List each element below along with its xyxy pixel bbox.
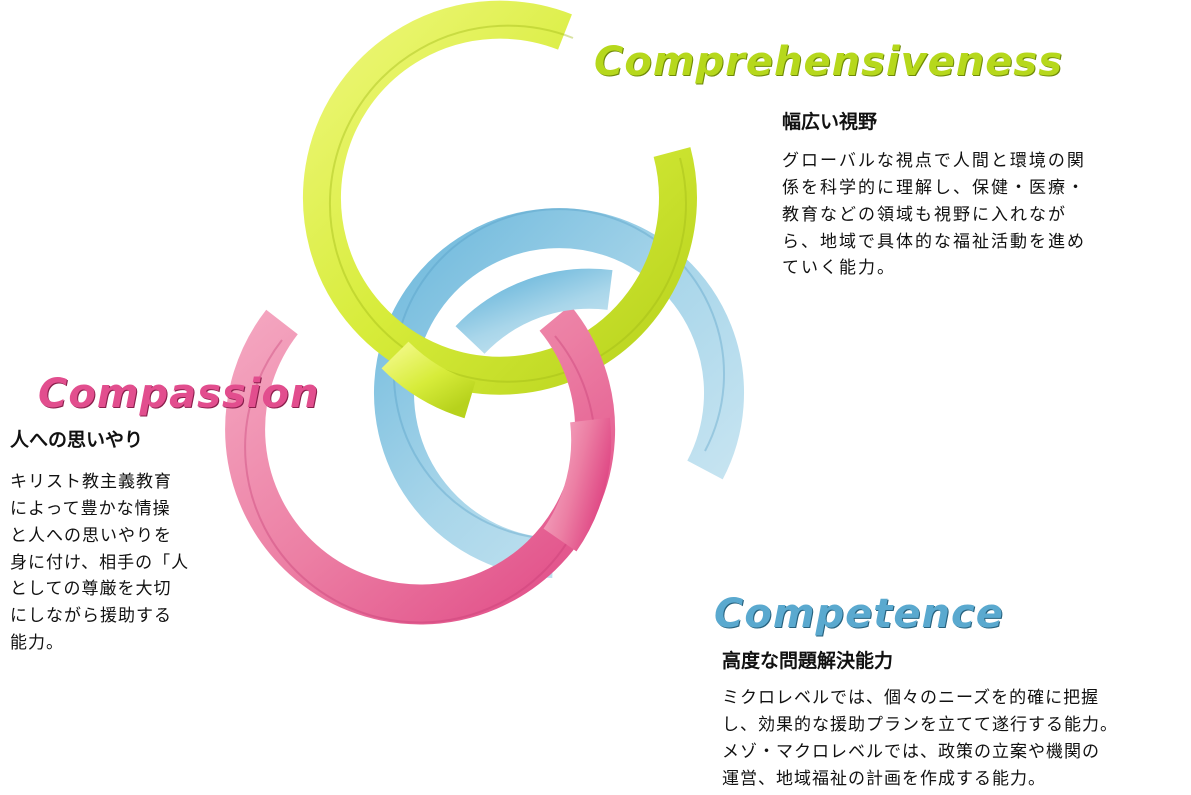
competence-ring xyxy=(374,208,744,578)
compassion-title: Compassion xyxy=(38,371,320,417)
competence-ring-front-segment xyxy=(455,268,613,355)
competence-title: Competence xyxy=(714,591,1004,637)
comprehensiveness-heading: 幅広い視野 xyxy=(782,111,878,133)
competence-heading: 高度な問題解決能力 xyxy=(722,650,894,672)
compassion-ring-front-segment xyxy=(543,417,612,552)
comprehensiveness-ring-edge xyxy=(328,24,687,383)
comprehensiveness-ring-front-segment xyxy=(381,341,476,419)
competence-ring-edge xyxy=(393,208,725,540)
compassion-heading: 人への思いやり xyxy=(10,429,144,451)
comprehensiveness-description: グローバルな視点で人間と環境の関 係を科学的に理解し、保健・医療・ 教育などの領… xyxy=(782,151,1086,279)
compassion-description: キリスト教主義教育 によって豊かな情操 と人への思いやりを 身に付け、相手の「人… xyxy=(10,472,190,654)
comprehensiveness-title: Comprehensiveness xyxy=(594,39,1064,85)
competence-description: ミクロレベルでは、個々のニーズを的確に把握 し、効果的な援助プランを立てて遂行す… xyxy=(722,688,1118,789)
comprehensiveness-ring xyxy=(302,0,697,395)
